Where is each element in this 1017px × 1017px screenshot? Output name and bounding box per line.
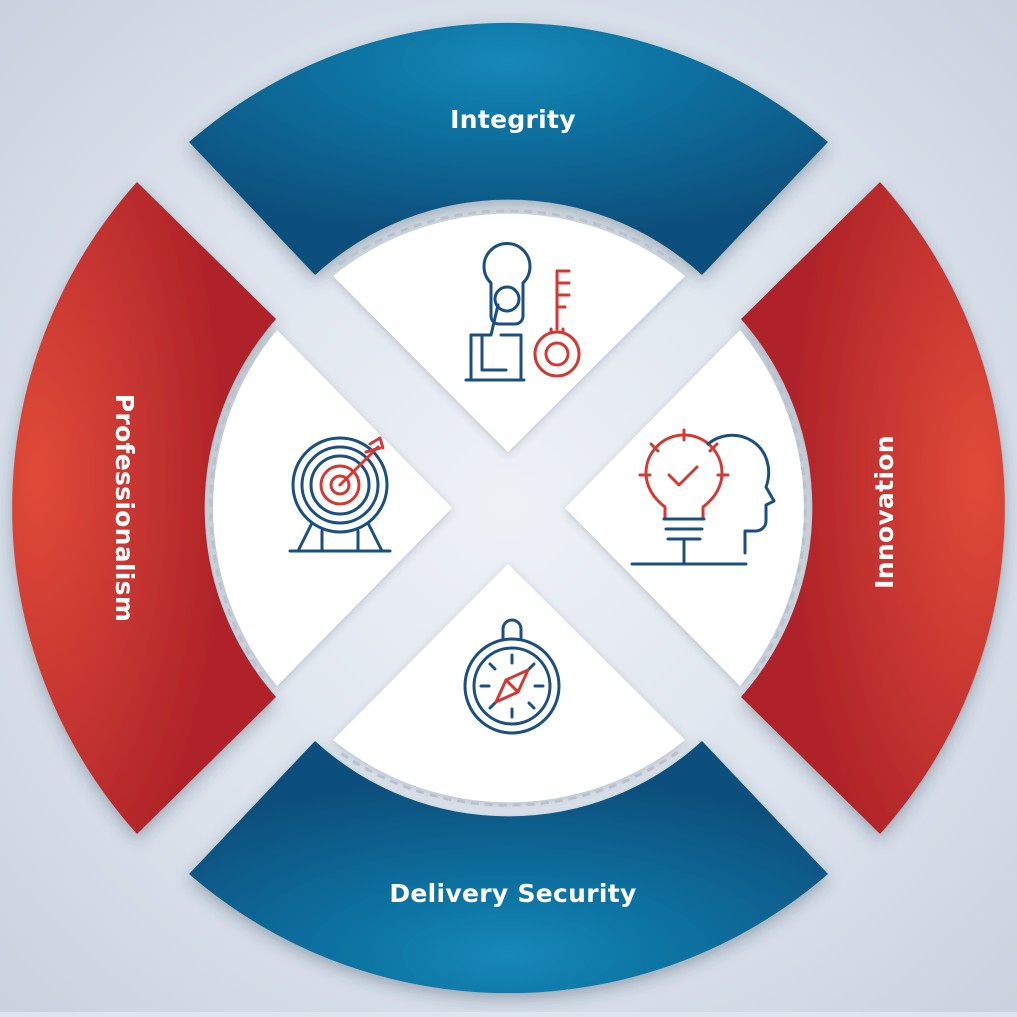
dashed-arc-right bbox=[750, 337, 807, 679]
target-arrow-icon bbox=[288, 436, 392, 553]
lightbulb-head-icon bbox=[630, 428, 776, 566]
compass-icon bbox=[463, 618, 561, 735]
segment-top bbox=[189, 22, 828, 276]
label-delivery-security: Delivery Security bbox=[389, 879, 636, 908]
dashed-arc-bottom bbox=[338, 750, 679, 807]
dashed-arc-top bbox=[338, 209, 679, 266]
keyhole-key-icon bbox=[464, 241, 581, 382]
label-integrity: Integrity bbox=[450, 105, 576, 134]
label-innovation: Innovation bbox=[870, 435, 899, 589]
segment-right bbox=[741, 182, 1005, 834]
label-professionalism: Professionalism bbox=[110, 394, 139, 622]
inner-right bbox=[565, 330, 804, 686]
segment-bottom bbox=[189, 741, 828, 994]
inner-top bbox=[333, 213, 685, 452]
inner-left bbox=[213, 330, 452, 686]
segment-left bbox=[12, 182, 277, 834]
dashed-arc-left bbox=[209, 337, 266, 679]
